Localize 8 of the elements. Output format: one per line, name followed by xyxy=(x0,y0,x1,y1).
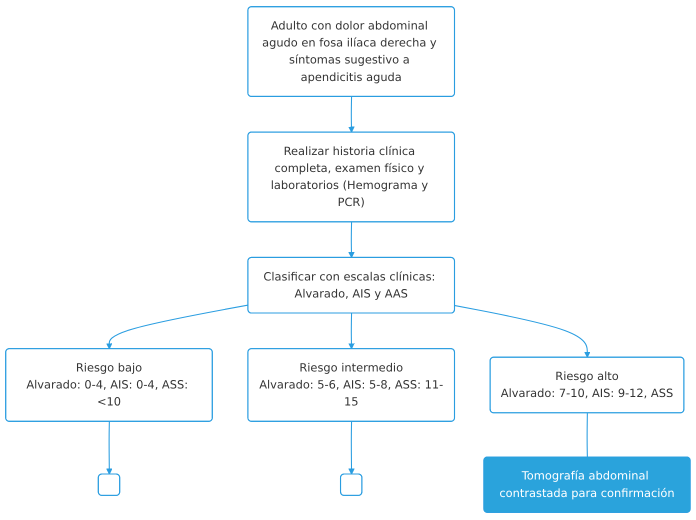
arrow xyxy=(348,97,355,134)
connector xyxy=(586,414,588,458)
arrow xyxy=(348,222,355,258)
arrow xyxy=(348,422,355,476)
arrow xyxy=(454,305,590,358)
arrow xyxy=(106,304,248,350)
arrow xyxy=(106,422,112,476)
arrow xyxy=(348,314,355,350)
